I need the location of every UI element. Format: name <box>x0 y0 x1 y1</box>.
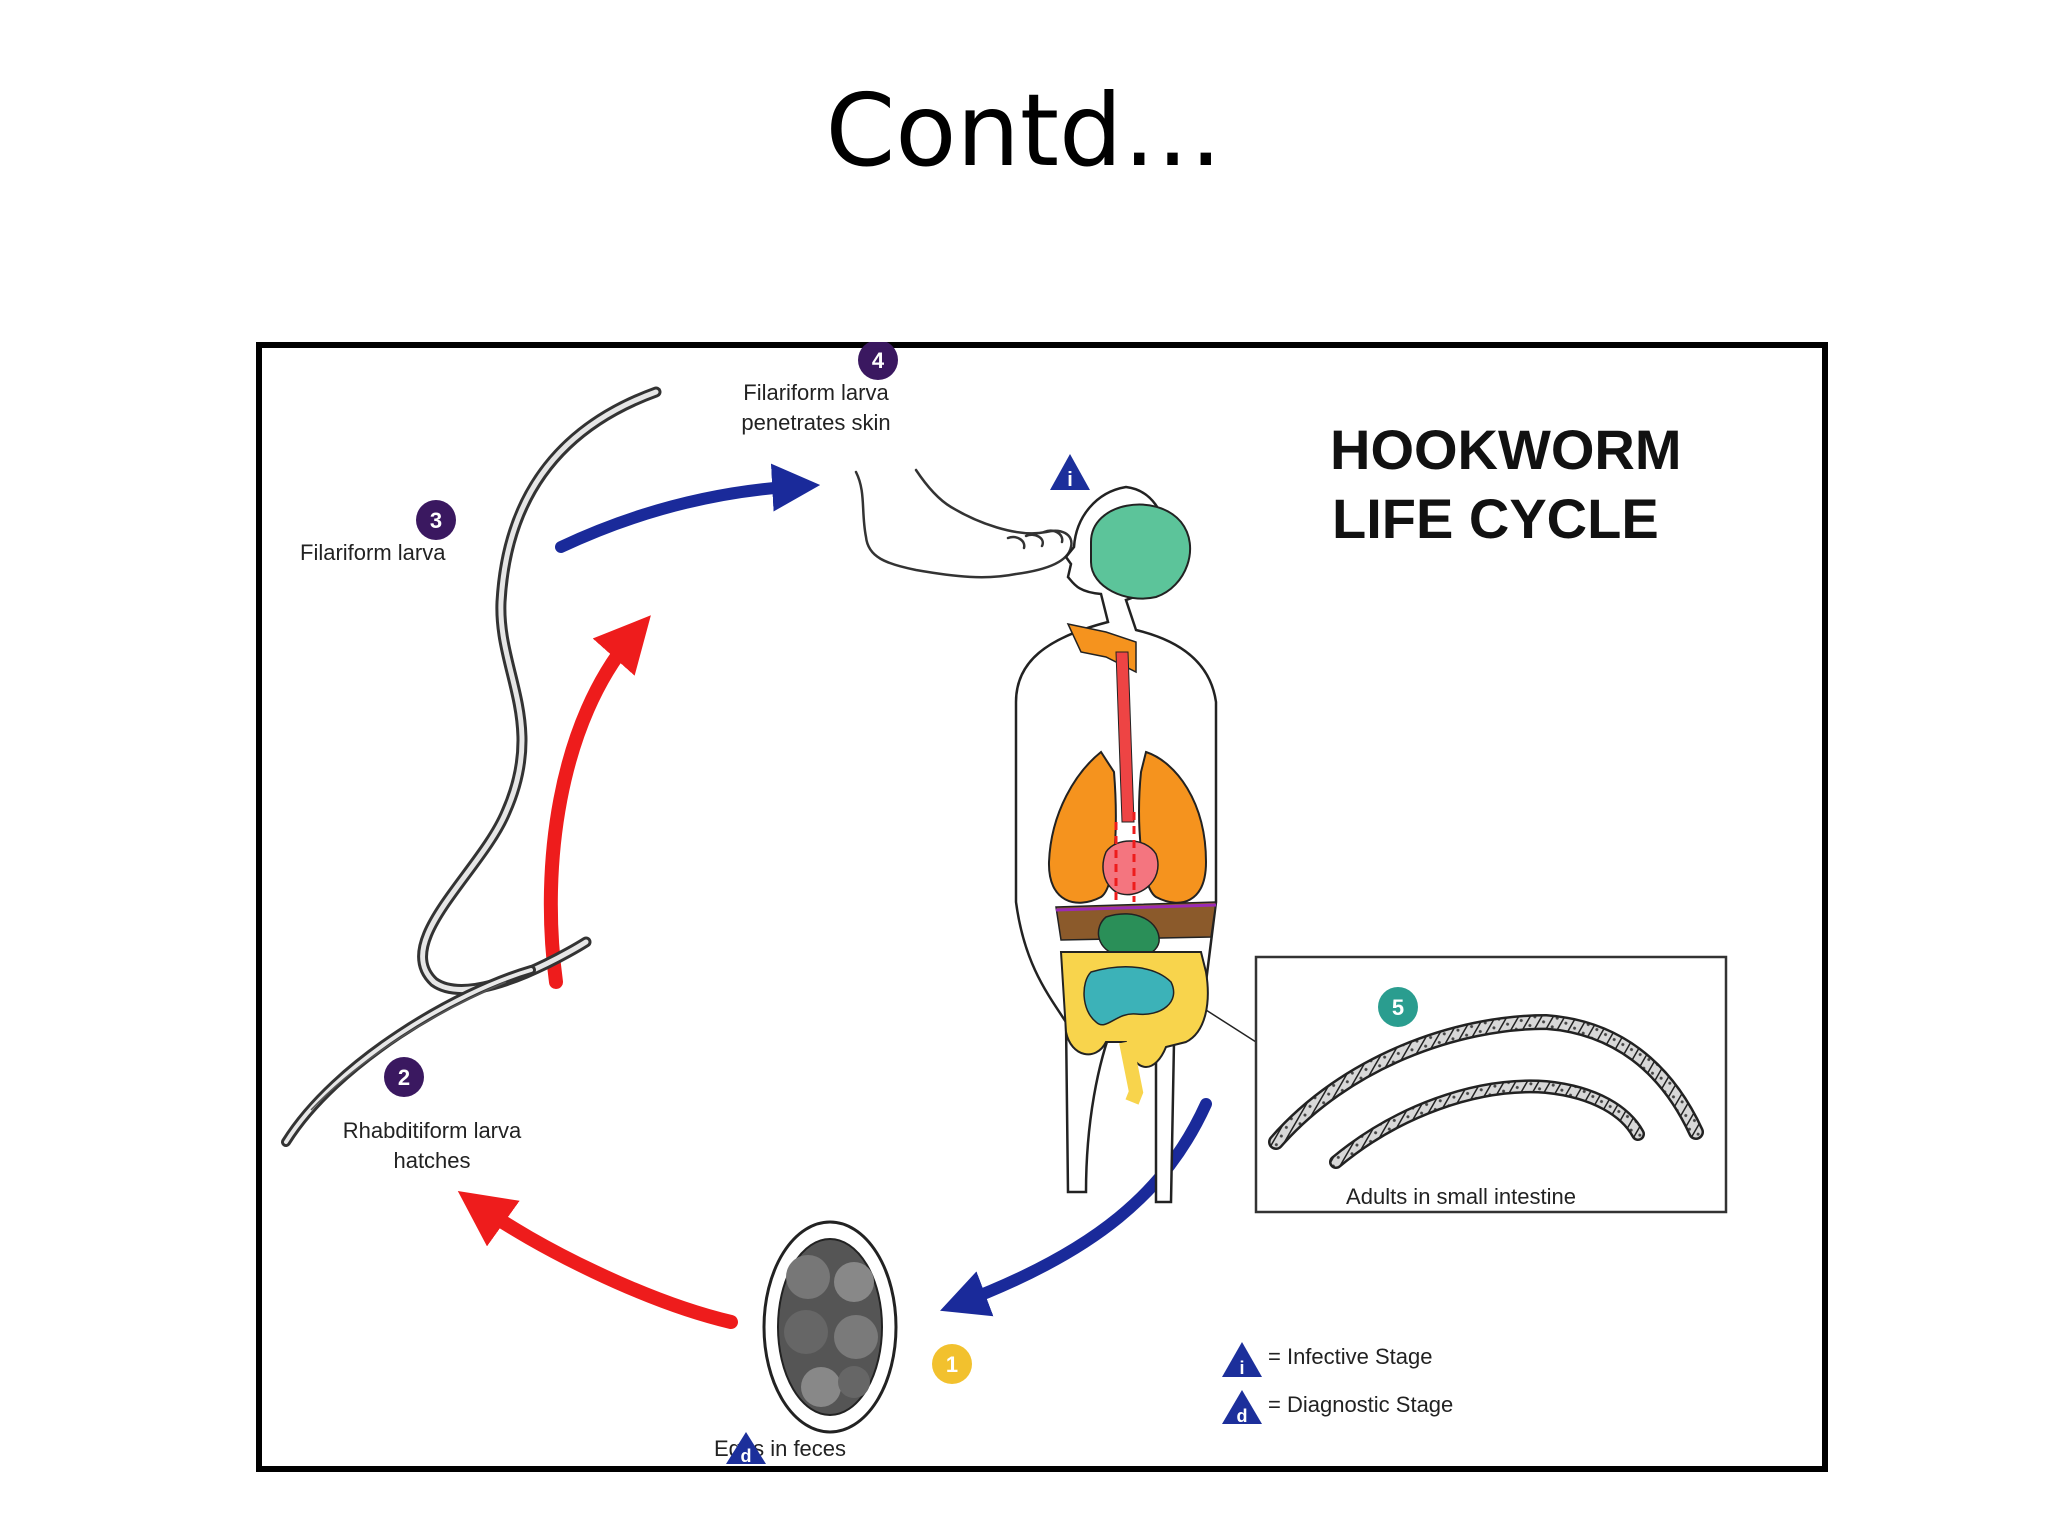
stage-5-badge: 5 <box>1378 987 1418 1027</box>
rhabditiform-larva-illustration <box>281 965 536 1147</box>
stage-4-label-line1: Filariform larva <box>743 380 889 405</box>
arrow-intestine-to-feces <box>940 1098 1212 1317</box>
legend-infective-text: = Infective Stage <box>1268 1344 1433 1369</box>
arrow-larva-to-skin <box>555 463 821 553</box>
stage-3-badge-number: 3 <box>430 508 442 533</box>
legend-infective-letter: i <box>1239 1358 1244 1378</box>
slide-title: Contd… <box>825 72 1223 189</box>
human-host-illustration <box>1014 485 1257 1204</box>
stage-1-badge-number: 1 <box>946 1352 958 1377</box>
stage-4-badge-number: 4 <box>872 348 885 373</box>
brain <box>1090 503 1191 600</box>
hookworm-life-cycle-diagram: HOOKWORM LIFE CYCLE <box>256 342 1828 1472</box>
stage-2-label-line1: Rhabditiform larva <box>343 1118 522 1143</box>
stage-2-badge-number: 2 <box>398 1065 410 1090</box>
legend: i = Infective Stage d = Diagnostic Stage <box>1222 1342 1453 1426</box>
callout-line <box>1205 1009 1257 1043</box>
stage-3-label: Filariform larva <box>300 540 446 565</box>
diagnostic-marker-letter: d <box>741 1446 752 1466</box>
stage-2-badge: 2 <box>384 1057 424 1097</box>
foot-illustration <box>854 468 1073 579</box>
adults-inset <box>1254 955 1728 1214</box>
stage-markers: i d <box>726 454 1090 1466</box>
trachea-path <box>1115 651 1135 823</box>
legend-diagnostic-text: = Diagnostic Stage <box>1268 1392 1453 1417</box>
infective-stage-marker: i <box>1050 454 1090 491</box>
arrow-rhabditiform-to-filariform <box>543 615 651 989</box>
stage-3-badge: 3 <box>416 500 456 540</box>
legend-diagnostic-letter: d <box>1237 1406 1248 1426</box>
lung-left <box>1047 750 1117 904</box>
stage-badges: 1 2 3 4 5 <box>384 342 1418 1384</box>
diagram-title-line1: HOOKWORM <box>1330 418 1682 481</box>
stage-4-label-line2: penetrates skin <box>741 410 890 435</box>
arrow-egg-to-rhabditiform <box>457 1190 738 1329</box>
stage-2-label-line2: hatches <box>393 1148 470 1173</box>
rectum <box>1119 1040 1144 1105</box>
diaphragm <box>1055 903 1217 912</box>
stage-5-badge-number: 5 <box>1392 995 1404 1020</box>
diagram-title: HOOKWORM LIFE CYCLE <box>1330 418 1682 550</box>
stage-5-label: Adults in small intestine <box>1346 1184 1576 1209</box>
diagram-title-line2: LIFE CYCLE <box>1332 487 1659 550</box>
infective-marker-letter: i <box>1067 469 1073 491</box>
small-intestine <box>1083 966 1175 1026</box>
egg-illustration <box>762 1220 898 1434</box>
stage-1-badge: 1 <box>932 1344 972 1384</box>
migration-path <box>1114 812 1136 902</box>
stage-4-badge: 4 <box>858 342 898 380</box>
legend-diagnostic: d = Diagnostic Stage <box>1222 1390 1453 1426</box>
diagnostic-stage-marker: d <box>726 1432 766 1466</box>
cycle-arrows <box>457 463 1212 1329</box>
legend-infective: i = Infective Stage <box>1222 1342 1433 1378</box>
